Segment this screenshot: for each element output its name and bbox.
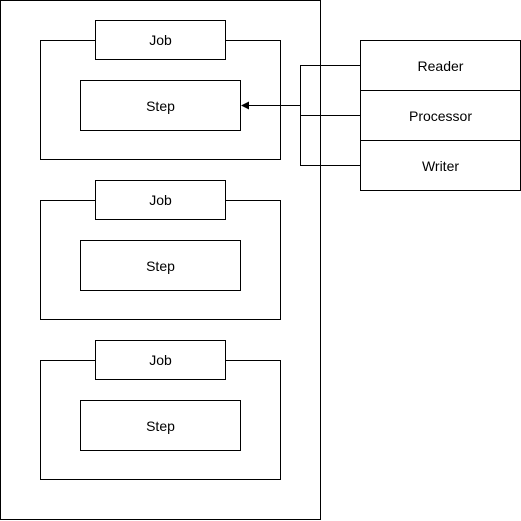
writer-label: Writer: [421, 157, 460, 174]
component-stack: Reader Processor Writer: [360, 40, 521, 191]
step-box: Step: [80, 400, 241, 451]
job-group: Job Step: [40, 20, 281, 160]
step-label: Step: [146, 417, 175, 434]
step-box: Step: [80, 240, 241, 291]
job-group: Job Step: [40, 180, 281, 320]
step-label: Step: [146, 257, 175, 274]
step-label: Step: [146, 97, 175, 114]
job-group: Job Step: [40, 340, 281, 480]
processor-label: Processor: [408, 107, 473, 124]
reader-label: Reader: [417, 57, 464, 74]
job-label-box: Job: [95, 20, 226, 60]
job-label-box: Job: [95, 340, 226, 380]
step-box: Step: [80, 80, 241, 131]
reader-box: Reader: [360, 40, 521, 91]
writer-box: Writer: [360, 140, 521, 191]
job-label: Job: [149, 192, 172, 208]
job-label-box: Job: [95, 180, 226, 220]
job-label: Job: [149, 352, 172, 368]
job-label: Job: [149, 32, 172, 48]
processor-box: Processor: [360, 90, 521, 141]
